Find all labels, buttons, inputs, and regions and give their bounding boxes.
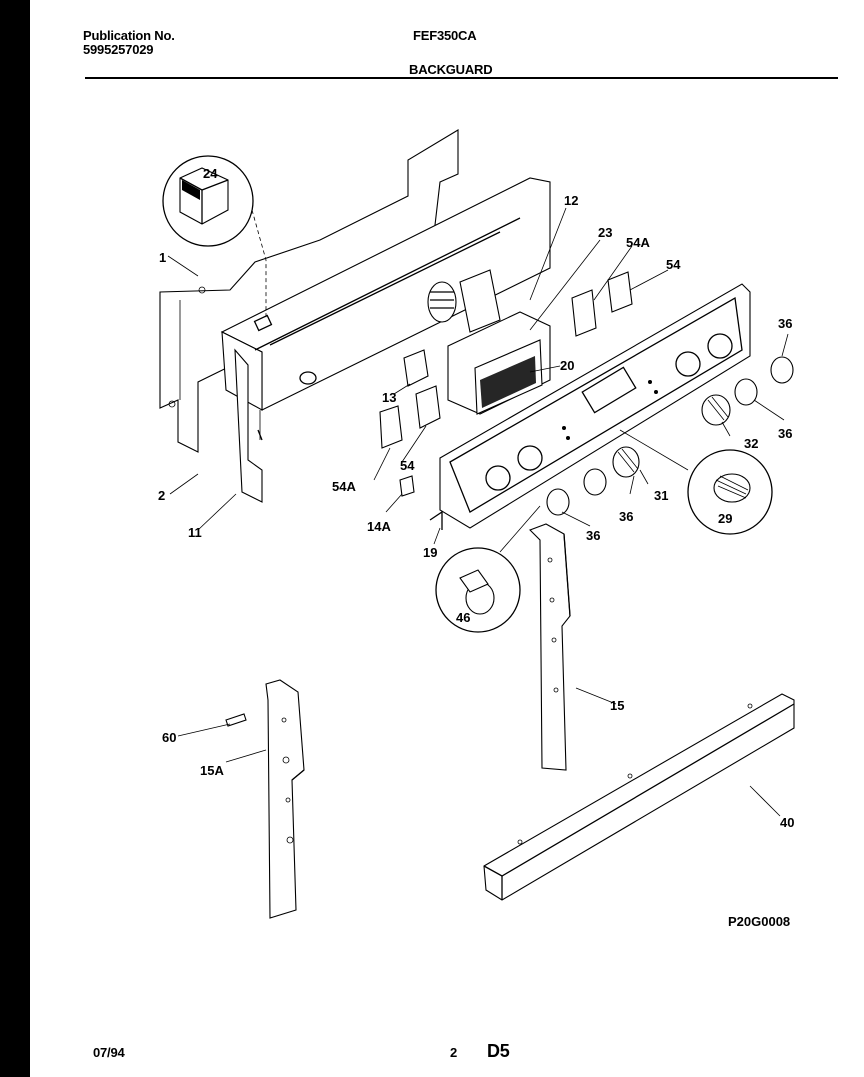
leader-lines	[167, 207, 789, 817]
callout-54-top: 54	[666, 257, 681, 272]
callout-60: 60	[162, 730, 176, 745]
control-knobs-part	[546, 356, 794, 516]
infinite-switches-part	[379, 271, 633, 497]
callout-32: 32	[744, 436, 758, 451]
model-number: FEF350CA	[413, 28, 477, 43]
drawing-code: P20G0008	[728, 914, 790, 929]
front-trim-part	[483, 693, 795, 901]
footer-page-code: D5	[487, 1041, 510, 1061]
knob-base-inset	[435, 505, 541, 633]
callout-13: 13	[382, 390, 396, 405]
callout-11: 11	[188, 525, 202, 540]
parts-diagram-page: Publication No. 5995257029 FEF350CA BACK…	[30, 0, 864, 1077]
callout-12: 12	[564, 193, 578, 208]
callout-15: 15	[610, 698, 624, 713]
publication-number: 5995257029	[83, 42, 154, 57]
callout-24: 24	[203, 166, 218, 181]
callout-19: 19	[423, 545, 437, 560]
timer-module-part	[427, 269, 551, 415]
callout-15a: 15A	[200, 763, 224, 778]
callout-54a-top: 54A	[626, 235, 650, 250]
callout-labels: 1 2 11 12 13 14A 15 15A 19 20 23 24 29 3…	[158, 166, 794, 830]
callout-54-left: 54	[400, 458, 415, 473]
header-rule	[85, 77, 838, 79]
control-console-part	[429, 283, 751, 530]
footer-page-number: 2	[450, 1045, 458, 1060]
callout-31: 31	[654, 488, 668, 503]
backguard-housing-part	[220, 177, 551, 503]
callout-1: 1	[159, 250, 166, 265]
callout-36-right: 36	[778, 426, 792, 441]
knob-detail-inset	[619, 429, 773, 535]
exploded-view-drawing: 1 2 11 12 13 14A 15 15A 19 20 23 24 29 3…	[158, 129, 795, 929]
rocker-switch-inset	[162, 155, 267, 320]
side-bracket-part	[529, 523, 571, 771]
callout-14a: 14A	[367, 519, 391, 534]
callout-29: 29	[718, 511, 732, 526]
callout-36-mid: 36	[619, 509, 633, 524]
callout-36-top: 36	[778, 316, 792, 331]
callout-23: 23	[598, 225, 612, 240]
footer-date: 07/94	[93, 1045, 125, 1060]
callout-2: 2	[158, 488, 165, 503]
callout-36-left: 36	[586, 528, 600, 543]
callout-54a-left: 54A	[332, 479, 356, 494]
section-title: BACKGUARD	[409, 62, 493, 77]
side-bracket-a-part	[225, 679, 305, 919]
callout-46: 46	[456, 610, 470, 625]
publication-label: Publication No.	[83, 28, 175, 43]
callout-40: 40	[780, 815, 794, 830]
callout-20: 20	[560, 358, 574, 373]
